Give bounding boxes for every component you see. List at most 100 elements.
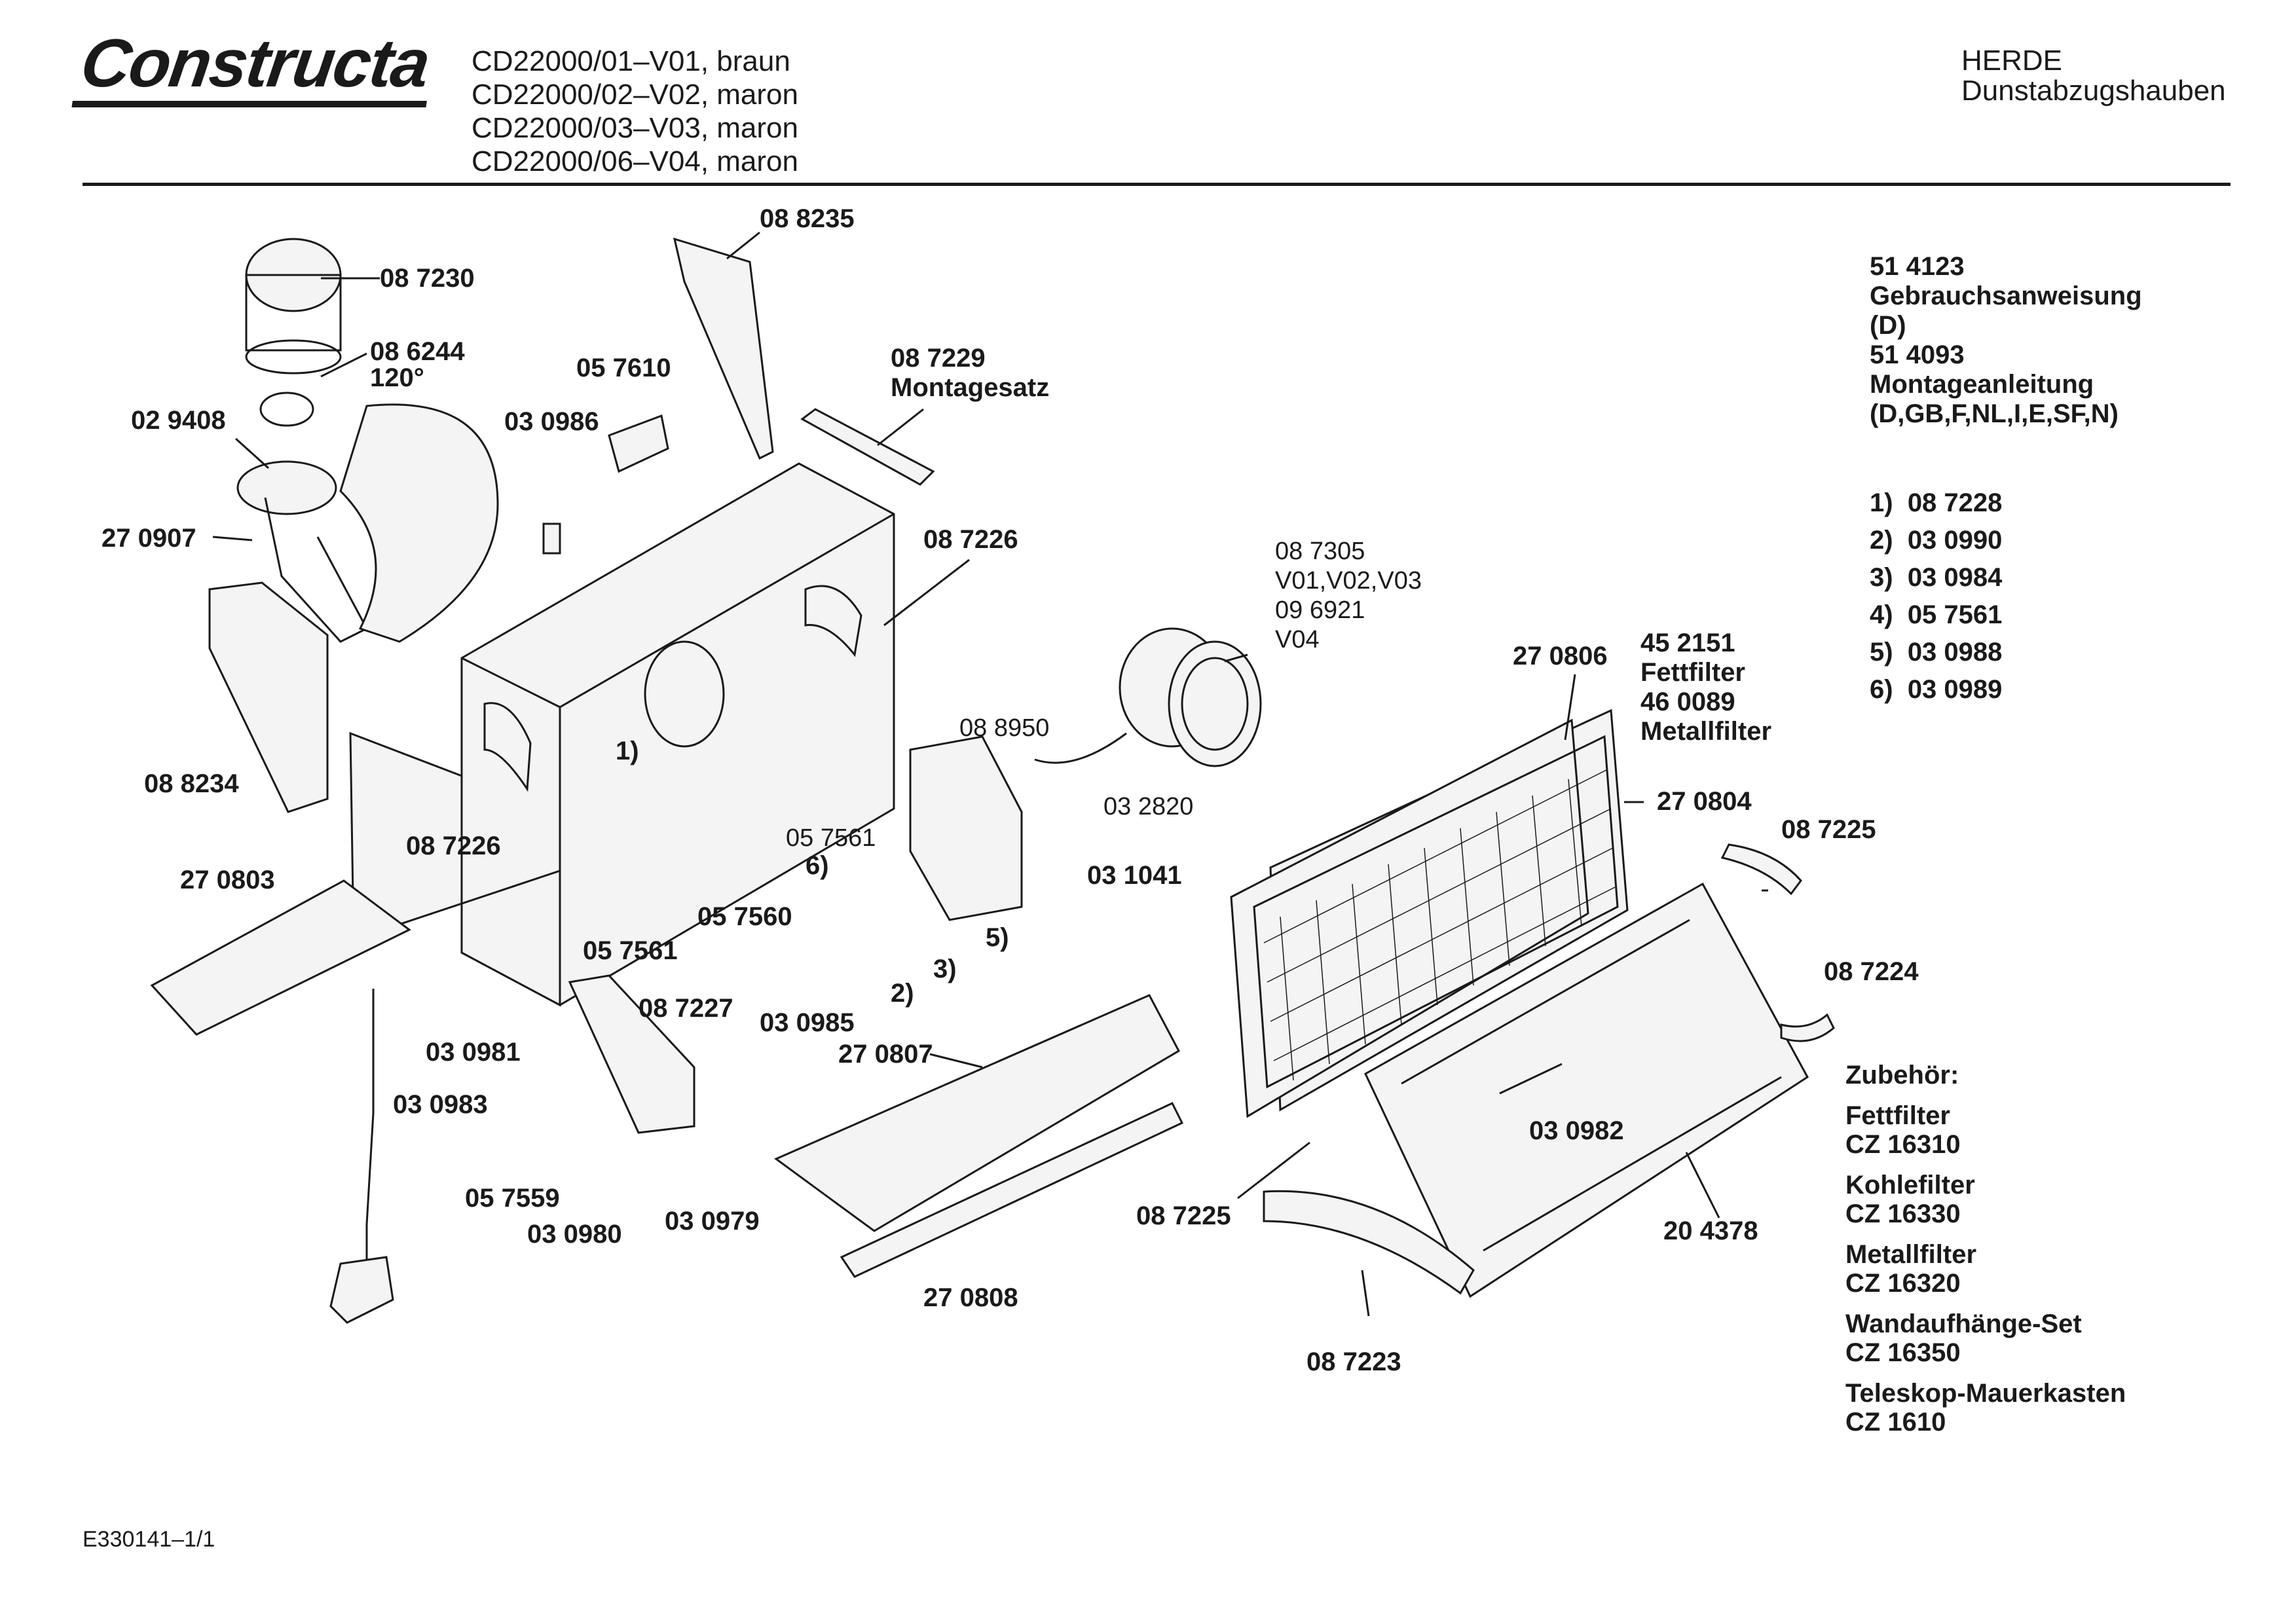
tray-270808 (840, 1102, 1184, 1278)
doc-title: Gebrauchsanweisung (1870, 282, 2142, 310)
part-label: 08 8950 (959, 714, 1050, 742)
footnote-marker: 5) (986, 923, 1009, 952)
part-label: 05 7561 (786, 824, 876, 852)
footnote-row: 4) 05 7561 (1870, 596, 2002, 634)
doc-langs: (D,GB,F,NL,I,E,SF,N) (1870, 399, 2119, 428)
part-label: 08 7225 (1781, 815, 1876, 844)
part-label: 45 2151 (1640, 629, 1735, 657)
part-label: 08 7223 (1306, 1347, 1401, 1376)
power-plug (329, 1256, 394, 1324)
tray-270807 (774, 994, 1180, 1232)
footnote-key: 1) (1870, 488, 1893, 517)
drawing-id: E330141–1/1 (83, 1527, 215, 1552)
part-label: 05 7560 (697, 902, 792, 931)
trim-087223 (1263, 1190, 1475, 1295)
part-label: 27 0804 (1657, 787, 1752, 816)
footnote-key: 3) (1870, 563, 1893, 592)
part-label: 27 0803 (180, 866, 275, 894)
part-label: 03 0985 (760, 1008, 855, 1037)
part-label: 08 7229 (891, 344, 986, 373)
variant-line: CD22000/06–V04, maron (472, 145, 798, 177)
variant-line: CD22000/02–V02, maron (472, 79, 798, 111)
mounting-kit-strip (800, 408, 935, 486)
category-line: Dunstabzugshauben (1961, 75, 2226, 107)
footnote-marker: 2) (891, 979, 914, 1008)
footnote-row: 6) 03 0989 (1870, 671, 2002, 708)
part-087227 (568, 974, 695, 1134)
part-name-label: Montagesatz (891, 373, 1050, 402)
part-label: 27 0807 (838, 1040, 933, 1069)
footnote-key: 5) (1870, 638, 1893, 667)
part-label: 46 0089 (1640, 687, 1735, 716)
accessory-name: Metallfilter (1845, 1240, 1977, 1269)
part-label: 08 7227 (639, 994, 733, 1023)
part-label: 08 6244 (370, 337, 465, 366)
accessory-item: Metallfilter CZ 16320 (1845, 1240, 2126, 1298)
accessory-code: CZ 16330 (1845, 1200, 1961, 1228)
footnote-part: 05 7561 (1907, 600, 2003, 629)
part-label: 03 1041 (1087, 861, 1182, 890)
bracket-088235 (673, 237, 774, 460)
documents-list: 51 4123 Gebrauchsanweisung (D) 51 4093 M… (1870, 252, 2142, 429)
footnote-row: 1) 08 7228 (1870, 485, 2002, 522)
clip-057610 (608, 414, 669, 473)
angle-label: 120° (370, 363, 424, 392)
part-label: 03 2820 (1103, 793, 1194, 820)
footnote-part: 08 7228 (1907, 488, 2003, 517)
part-label: 27 0806 (1513, 642, 1608, 670)
accessory-item: Wandaufhänge-Set CZ 16350 (1845, 1310, 2126, 1367)
header-divider (83, 183, 2231, 186)
footnote-part: 03 0989 (1907, 675, 2003, 704)
part-name-label: Metallfilter (1640, 717, 1772, 746)
category-line: HERDE (1961, 45, 2063, 77)
part-label: 20 4378 (1663, 1217, 1758, 1245)
accessory-item: Teleskop-Mauerkasten CZ 1610 (1845, 1379, 2126, 1437)
part-label: 05 7561 (583, 936, 678, 965)
variant-line: CD22000/01–V01, braun (472, 45, 790, 77)
accessory-code: CZ 1610 (1845, 1408, 1946, 1437)
accessory-item: Kohlefilter CZ 16330 (1845, 1171, 2126, 1228)
part-label: 05 7610 (576, 354, 671, 382)
footnote-part: 03 0988 (1907, 638, 2003, 667)
part-label: 08 7224 (1824, 957, 1919, 986)
footnote-row: 3) 03 0984 (1870, 559, 2002, 596)
control-panel-088950 (909, 735, 1023, 921)
variant-label: V01,V02,V03 (1275, 567, 1422, 595)
footnote-row: 2) 03 0990 (1870, 522, 2002, 559)
part-label: 08 7226 (923, 525, 1018, 554)
footnote-marker: 3) (933, 955, 957, 983)
part-label: 08 8235 (760, 204, 855, 233)
part-label: 02 9408 (131, 406, 226, 435)
power-cable (365, 989, 375, 1287)
part-label: 03 0981 (426, 1038, 521, 1067)
footnote-key: 2) (1870, 526, 1893, 555)
trim-087224 (1780, 1013, 1835, 1042)
footnote-row: 5) 03 0988 (1870, 634, 2002, 671)
accessory-item: Fettfilter CZ 16310 (1845, 1101, 2126, 1159)
duct-assembly (208, 238, 499, 813)
footnote-key: 6) (1870, 675, 1893, 704)
footnote-list: 1) 08 7228 2) 03 0990 3) 03 0984 4) 05 7… (1870, 485, 2002, 708)
model-variants: CD22000/01–V01, braun CD22000/02–V02, ma… (472, 45, 798, 178)
footnote-marker: 1) (616, 737, 639, 765)
part-label: 27 0808 (923, 1283, 1018, 1312)
accessory-name: Fettfilter (1845, 1101, 1950, 1130)
accessory-code: CZ 16350 (1845, 1338, 1961, 1367)
accessories-list: Zubehör: Fettfilter CZ 16310 Kohlefilter… (1845, 1061, 2126, 1437)
hood-housing (349, 462, 895, 1007)
trim-087225 (1720, 843, 1802, 896)
doc-number: 51 4123 (1870, 252, 1965, 281)
accessories-title: Zubehör: (1845, 1061, 1959, 1090)
blower-motor (1034, 627, 1262, 767)
footnote-key: 4) (1870, 600, 1893, 629)
part-label: 09 6921 (1275, 596, 1365, 624)
accessory-name: Teleskop-Mauerkasten (1845, 1379, 2126, 1408)
doc-langs: (D) (1870, 311, 1906, 340)
filter-frame (1230, 708, 1629, 1118)
part-label: 08 8234 (144, 769, 239, 798)
part-label: 03 0980 (527, 1220, 622, 1249)
footnote-marker: 6) (805, 851, 829, 880)
part-label: 08 7305 (1275, 538, 1365, 565)
part-label: 05 7559 (465, 1184, 560, 1213)
